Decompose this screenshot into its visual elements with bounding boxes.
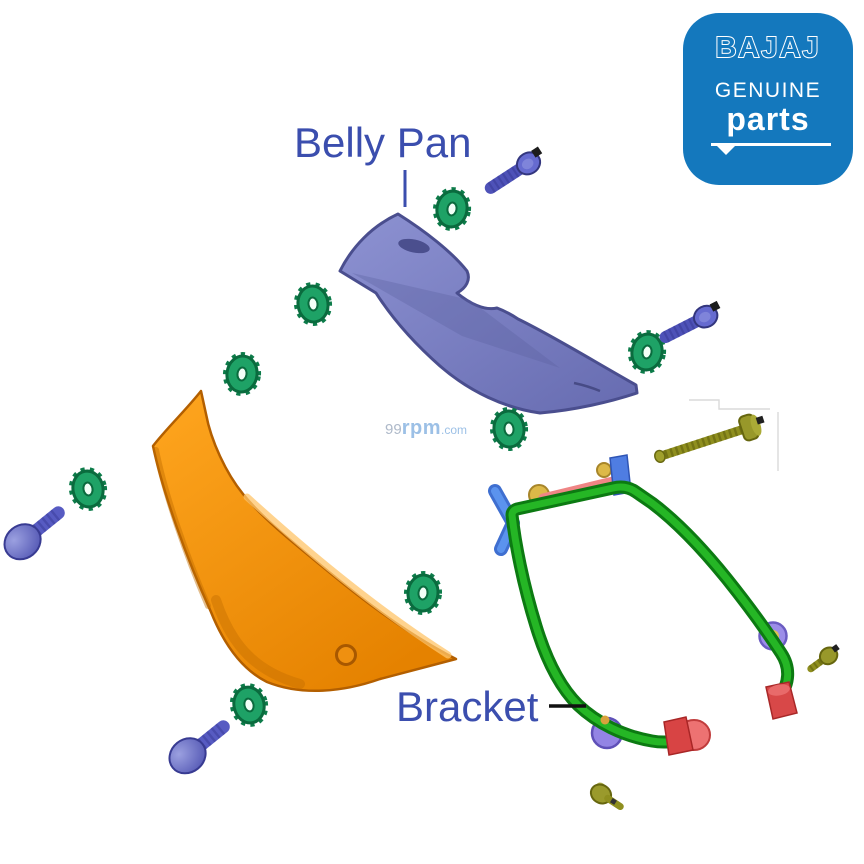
- logo-arrow-icon: [717, 146, 735, 155]
- belly-pan-upper-part: [338, 212, 639, 415]
- dome-bolt-blue-bottom: [162, 714, 233, 781]
- olive-screw-bottom: [589, 782, 624, 811]
- grommet-nut: [68, 467, 107, 511]
- hex-bolt-blue-right: [661, 300, 726, 347]
- grommet-nut: [491, 408, 528, 450]
- logo-genuine-text: GENUINE: [714, 79, 822, 102]
- washer-yellow-right: [596, 462, 612, 478]
- bracket-tube: [505, 480, 795, 749]
- bracket-part: [488, 454, 798, 756]
- logo-parts-text: parts: [726, 101, 810, 137]
- watermark-rpm: rpm: [401, 417, 441, 439]
- logo-underline: [711, 143, 831, 146]
- bracket-label: Bracket: [396, 683, 539, 730]
- grommet-nut: [223, 352, 261, 395]
- grommet-nut: [405, 572, 442, 614]
- grommet-nut: [294, 282, 332, 325]
- dome-bolt-blue-left: [0, 500, 69, 567]
- olive-bolt-long: [654, 413, 765, 464]
- watermark-dotcom: .com: [440, 423, 467, 437]
- belly-pan-hole: [335, 644, 357, 666]
- belly-pan-dimple: [573, 381, 601, 393]
- belly-pan-label: Belly Pan: [294, 119, 472, 166]
- belly-pan-lower-part: [151, 389, 458, 693]
- end-cap-red-right: [765, 681, 798, 720]
- grommet-nut: [229, 682, 269, 727]
- watermark-num: 99: [385, 421, 402, 438]
- bajaj-genuine-parts-logo: BAJAJ GENUINE parts: [683, 13, 853, 185]
- end-cap-red-bottom: [663, 716, 711, 756]
- logo-brand-glyphs: BAJAJ: [715, 32, 820, 64]
- belly-pan-slot: [398, 238, 430, 254]
- logo-brand-text: BAJAJ: [714, 31, 820, 65]
- watermark: 99rpm.com: [385, 417, 467, 440]
- image-artifact-lines: [689, 399, 779, 471]
- hex-bolt-blue-top: [485, 145, 548, 196]
- grommet-nut: [432, 187, 471, 231]
- olive-bolt-small-right: [807, 644, 840, 673]
